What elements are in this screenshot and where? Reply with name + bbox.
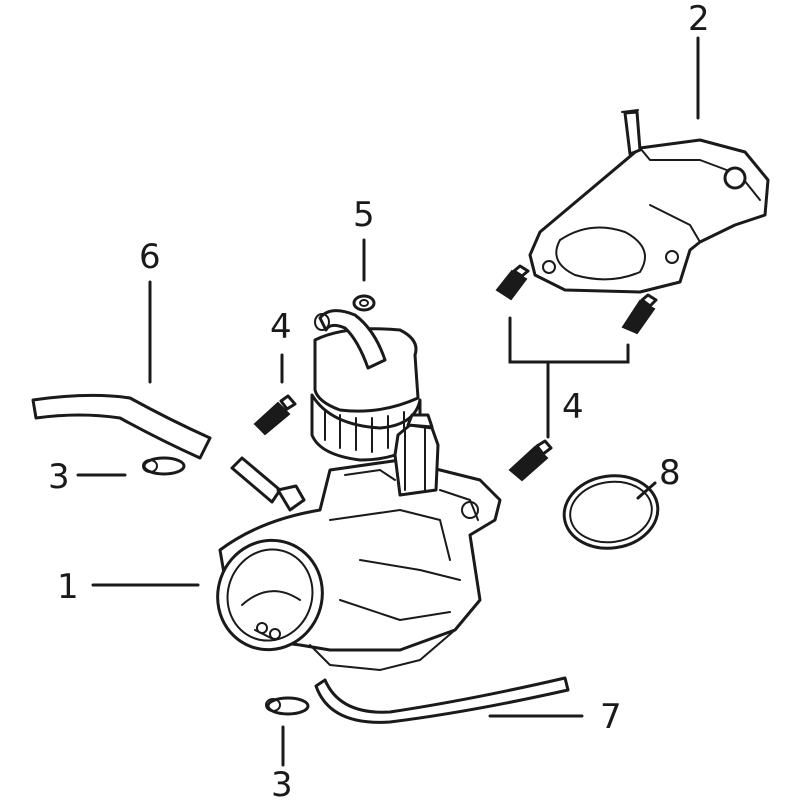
callout-3-left: 3 [48, 457, 70, 497]
o-ring [562, 474, 660, 550]
bolt-upper-right-manifold [621, 293, 658, 335]
bolt-left [253, 394, 297, 436]
callout-4-right: 4 [562, 387, 584, 427]
callout-4-left: 4 [270, 307, 292, 347]
callout-5: 5 [353, 195, 375, 235]
hose-clamp-bottom [265, 696, 310, 716]
drain-hose [314, 676, 570, 724]
callout-3-bottom: 3 [271, 765, 293, 800]
callout-1: 1 [57, 567, 79, 607]
bolt-upper-left-manifold [495, 264, 530, 301]
nut [352, 294, 376, 312]
leader-4-right [508, 316, 630, 439]
callout-7: 7 [600, 697, 622, 737]
callout-numbers: 1 2 3 3 4 4 5 6 7 8 [48, 0, 710, 800]
leader-8 [636, 481, 657, 500]
callout-2: 2 [688, 0, 710, 39]
bolt-lower-right [508, 439, 553, 482]
leader-lines [76, 36, 700, 767]
carburetor [216, 309, 502, 671]
callout-6: 6 [139, 237, 161, 277]
vent-hose [31, 393, 212, 460]
hose-clamp-left [142, 456, 186, 476]
intake-manifold [528, 109, 770, 294]
callout-8: 8 [659, 453, 681, 493]
